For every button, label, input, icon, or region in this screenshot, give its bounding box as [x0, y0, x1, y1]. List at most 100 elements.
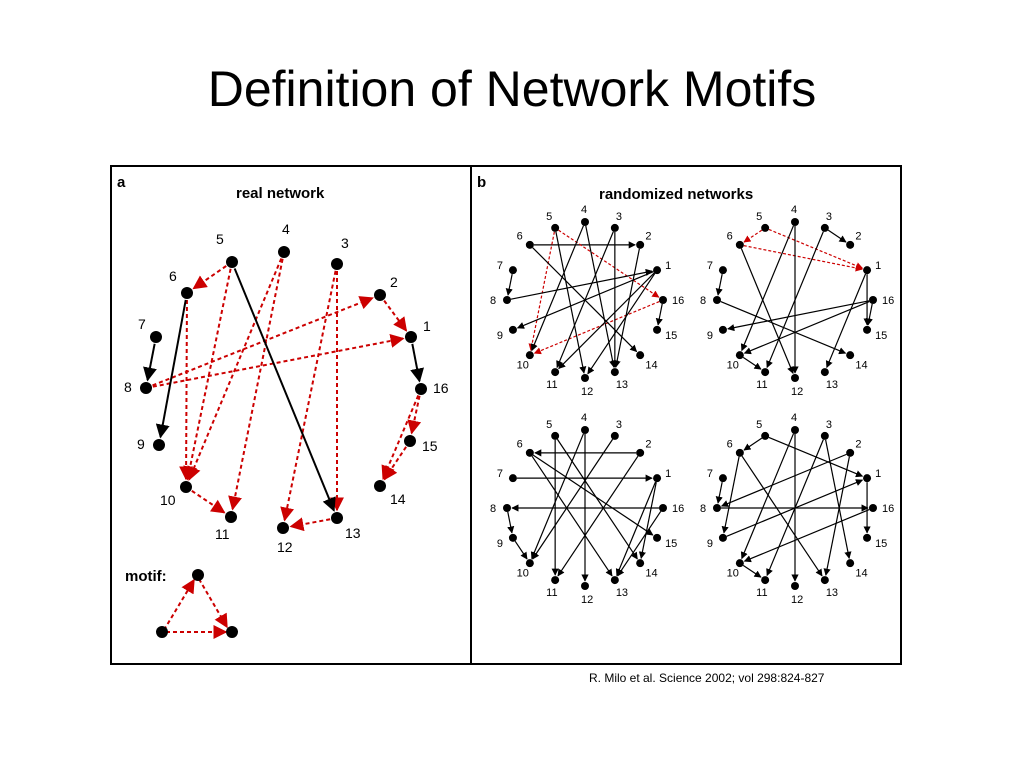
random-top-right-edge-16-to-10 [743, 300, 870, 355]
random-bottom-right-node-15 [863, 533, 872, 542]
random-top-left-node-label-14: 14 [645, 359, 657, 371]
panel-a-heading: real network [236, 185, 325, 202]
random-bottom-right-edge-6-to-13 [741, 455, 823, 577]
random-top-left-node-label-10: 10 [517, 359, 529, 371]
random-bottom-right-edge-10-to-11 [742, 564, 762, 578]
random-top-left-node-label-16: 16 [672, 295, 684, 307]
random-bottom-right-node-9 [718, 533, 727, 542]
random-top-left-node-5 [551, 223, 560, 232]
edge-4-to-11-motif [228, 258, 284, 511]
random-top-left-node-6 [525, 240, 534, 249]
edge-16-to-15-motif [407, 395, 422, 435]
random-top-left-edge-5-to-10-motif [528, 231, 555, 351]
random-bottom-right-edge-2-to-13 [823, 456, 850, 576]
figure-frame [110, 165, 902, 665]
random-bottom-left-node-label-7: 7 [497, 468, 503, 480]
edge-4-to-10-motif [187, 258, 283, 481]
random-bottom-right-node-13 [820, 576, 829, 585]
random-bottom-left-edge-1-to-14 [638, 481, 657, 559]
node-label-2: 2 [390, 274, 398, 290]
random-bottom-left-node-14 [636, 559, 645, 568]
random-bottom-left-edge-4-to-10 [530, 433, 585, 560]
random-bottom-left-node-2 [636, 448, 645, 457]
random-top-right-node-label-7: 7 [707, 260, 713, 272]
random-bottom-left-node-label-13: 13 [616, 587, 628, 599]
random-top-left-edge-4-to-10 [530, 225, 585, 352]
random-bottom-right-node-7 [718, 474, 727, 483]
random-top-right-edge-3-to-2 [827, 229, 847, 243]
node-label-14: 14 [390, 491, 406, 507]
random-top-right-node-1 [863, 266, 872, 275]
random-top-left-node-label-3: 3 [616, 211, 622, 223]
node-label-10: 10 [160, 492, 176, 508]
random-bottom-right-node-5 [761, 431, 770, 440]
random-top-right-node-label-1: 1 [875, 260, 881, 272]
edge-16-to-14-motif [381, 395, 420, 480]
random-bottom-right-node-10 [735, 559, 744, 568]
random-top-right-edge-6-to-1-motif [743, 245, 863, 272]
random-bottom-right-node-1 [863, 474, 872, 483]
random-top-right-node-label-4: 4 [791, 204, 797, 216]
node-4 [278, 246, 290, 258]
node-label-11: 11 [215, 526, 230, 542]
random-bottom-left-node-15 [653, 533, 662, 542]
motif-legend [156, 569, 238, 639]
random-top-left-node-label-12: 12 [581, 386, 593, 398]
random-bottom-right-edge-9-to-1 [726, 479, 864, 537]
random-top-right-edge-5-to-6-motif [743, 229, 763, 243]
random-top-left-node-14 [636, 351, 645, 360]
random-top-right-node-4 [791, 218, 799, 226]
node-10 [180, 481, 192, 493]
node-11 [225, 511, 237, 523]
random-bottom-right-node-label-7: 7 [707, 468, 713, 480]
random-top-right-edge-7-to-8 [715, 273, 723, 296]
random-bottom-right-node-12 [791, 582, 799, 590]
random-top-left-node-label-15: 15 [665, 330, 677, 342]
random-top-right-node-label-5: 5 [756, 211, 762, 223]
random-bottom-right-node-label-16: 16 [882, 503, 894, 515]
random-top-left-node-label-4: 4 [581, 204, 587, 216]
random-top-left-node-label-1: 1 [665, 260, 671, 272]
random-bottom-right-edge-4-to-10 [740, 433, 795, 560]
random-top-left-edge-8-to-1 [510, 268, 653, 300]
random-bottom-left-node-label-4: 4 [581, 412, 587, 424]
citation: R. Milo et al. Science 2002; vol 298:824… [589, 671, 825, 685]
random-top-left-edge-7-to-8 [505, 273, 513, 296]
random-bottom-right-edge-6-to-9 [721, 456, 740, 534]
random-top-left-node-13 [610, 368, 619, 377]
motif-edge-left [163, 578, 195, 631]
random-top-left-edge-5-to-12 [555, 231, 587, 374]
node-label-8: 8 [124, 379, 132, 395]
motif-edge-right [198, 578, 228, 629]
random-top-left-node-15 [653, 325, 662, 334]
random-bottom-left-node-11 [551, 576, 560, 585]
random-top-left-edge-1-to-11 [558, 272, 655, 370]
node-label-4: 4 [282, 221, 290, 237]
node-label-1: 1 [423, 318, 431, 334]
node-5 [226, 256, 238, 268]
random-top-right-node-label-12: 12 [791, 386, 803, 398]
random-top-right-node-6 [735, 240, 744, 249]
motif-node-right [226, 626, 238, 638]
motif-node-left [156, 626, 168, 638]
random-bottom-left-node-9 [508, 533, 517, 542]
node-label-9: 9 [137, 436, 145, 452]
random-bottom-left-node-8 [503, 504, 511, 512]
random-bottom-left-node-16 [659, 504, 667, 512]
node-label-15: 15 [422, 438, 438, 454]
random-top-left-node-8 [503, 296, 511, 304]
node-6 [181, 287, 193, 299]
random-top-right-node-label-14: 14 [855, 359, 867, 371]
node-label-13: 13 [345, 525, 361, 541]
random-bottom-right-node-4 [791, 426, 799, 434]
random-bottom-right-node-label-12: 12 [791, 594, 803, 606]
random-top-right-node-11 [761, 368, 770, 377]
random-top-left-edge-6-to-14 [532, 247, 638, 353]
node-2 [374, 289, 386, 301]
random-top-left-node-label-9: 9 [497, 330, 503, 342]
random-bottom-left-node-label-10: 10 [517, 567, 529, 579]
random-top-left-edge-5-to-16-motif [558, 229, 660, 298]
random-bottom-left-node-13 [610, 576, 619, 585]
random-top-left-node-label-5: 5 [546, 211, 552, 223]
